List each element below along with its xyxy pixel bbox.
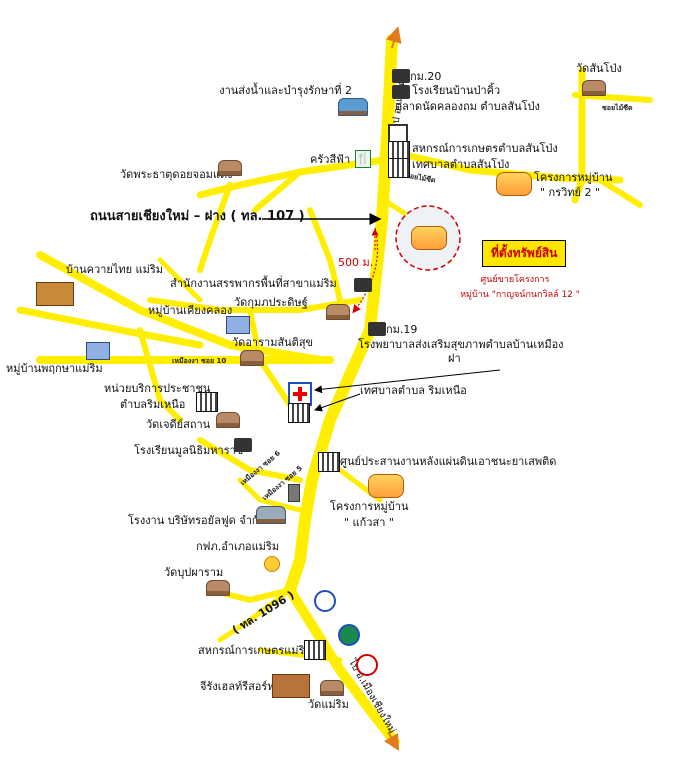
school-icon	[392, 85, 410, 99]
temple-icon	[320, 680, 344, 696]
km-label: กม.20	[410, 70, 442, 83]
bank-icon	[338, 624, 360, 646]
place-label: ตำบลริมเหนือ	[120, 398, 186, 411]
resort-icon	[272, 674, 310, 698]
place-label: ฝา	[448, 352, 461, 365]
place-label: โรงงาน บริษัทรอยัลฟูด จำกัด	[128, 514, 266, 527]
place-label: ครัวสีฟ้า	[310, 153, 351, 166]
temple-icon	[216, 412, 240, 428]
place-label: บ้านควายไทย แม่ริม	[66, 263, 164, 276]
place-label: กฟภ.อำเภอแม่ริม	[196, 540, 280, 553]
place-label: ศูนย์ประสานงานหลังแผ่นดินเอาชนะยาเสพติด	[340, 455, 557, 468]
project-sub-1: ศูนย์ขายโครงการ	[480, 275, 550, 285]
place-label: วัดสันโป่ง	[576, 62, 622, 75]
restaurant-icon: 🍴	[355, 150, 371, 168]
place-label: สำนักงานสรรพากรพื้นที่สาขาแม่ริม	[170, 277, 337, 290]
village-icon	[226, 316, 250, 334]
place-label: จีรังเฮลท์รีสอร์ท	[200, 680, 275, 693]
office-icon	[388, 158, 410, 178]
place-label: หมู่บ้านพฤกษาแม่ริม	[6, 362, 103, 375]
office-icon	[288, 403, 310, 423]
emblem-icon	[356, 654, 378, 676]
office-icon	[318, 452, 340, 472]
office-icon	[354, 278, 372, 292]
temple-icon	[326, 304, 350, 320]
km-post-icon	[368, 322, 386, 336]
office-icon	[196, 392, 218, 412]
place-label: โรงพยาบาลส่งเสริมสุขภาพตำบลบ้านเหมือง	[358, 338, 564, 351]
project-sub-2: หมู่บ้าน "กาญจน์กนกวิลล์ 12 "	[460, 290, 580, 300]
office-icon	[304, 640, 326, 660]
place-label: วัดแม่ริม	[308, 698, 349, 711]
factory-icon	[256, 506, 286, 524]
place-label: โครงการหมู่บ้าน	[330, 500, 409, 513]
temple-icon	[582, 80, 606, 96]
place-label: " แก้วสา "	[344, 516, 394, 529]
place-label: โครงการหมู่บ้าน	[534, 171, 613, 184]
place-label: หมู่บ้านเคียงคลอง	[148, 304, 233, 317]
place-label: โรงเรียนบ้านป่าคิ้ว	[412, 84, 501, 97]
main-road-label: ถนนสายเชียงใหม่ – ฝาง ( ทล. 107 )	[90, 209, 305, 224]
place-label: สหกรณ์การเกษตรตำบลสันโป่ง	[412, 142, 558, 155]
temple-icon	[206, 580, 230, 596]
soi-label: เหมืองงา ซอย 10	[172, 357, 227, 365]
gas-station-icon	[288, 484, 300, 502]
place-label: ตลาดนัดคลองถม ตำบลสันโป่ง	[395, 100, 540, 113]
place-label: " กรวิทย์ 2 "	[540, 186, 601, 199]
highway-1096	[285, 585, 400, 747]
place-label: สหกรณ์การเกษตรแม่ริม	[198, 644, 312, 657]
place-label: วัดบุปผาราม	[164, 566, 224, 579]
temple-icon	[240, 350, 264, 366]
school-icon	[234, 438, 252, 452]
distance-label: 500 ม.	[338, 256, 374, 269]
emblem-icon	[314, 590, 336, 612]
power-icon	[264, 556, 280, 572]
village-icon	[86, 342, 110, 360]
property-icon	[411, 226, 447, 250]
property-label[interactable]: ที่ตั้งทรัพย์สิน	[482, 240, 567, 267]
place-label: หน่วยบริการประชาชน	[104, 382, 211, 395]
soi-label: ซอยไม้ซีด	[602, 104, 633, 112]
place-label: งานส่งน้ำและบำรุงรักษาที่ 2	[219, 84, 352, 97]
temple-icon	[218, 160, 242, 176]
place-label: วัดกุมภประดิษฐ์	[234, 296, 308, 309]
village-project-icon	[368, 474, 404, 498]
km-post-icon	[392, 69, 410, 83]
place-label: เทศบาลตำบล ริมเหนือ	[360, 384, 467, 397]
km-label: กม.19	[386, 323, 418, 336]
place-label: เทศบาลตำบลสันโป่ง	[412, 158, 510, 171]
place-label: วัดเจดีย์สถาน	[146, 418, 211, 431]
office-icon	[338, 98, 368, 116]
office-icon	[388, 141, 410, 161]
place-label: โรงเรียนมูลนิธิมหาราช	[134, 444, 244, 457]
place-label: วัดอารามสันติสุข	[232, 336, 314, 349]
place-label: วัดพระธาตุดอยจอมแดง	[120, 168, 233, 181]
village-project-icon	[496, 172, 532, 196]
house-icon	[36, 282, 74, 306]
